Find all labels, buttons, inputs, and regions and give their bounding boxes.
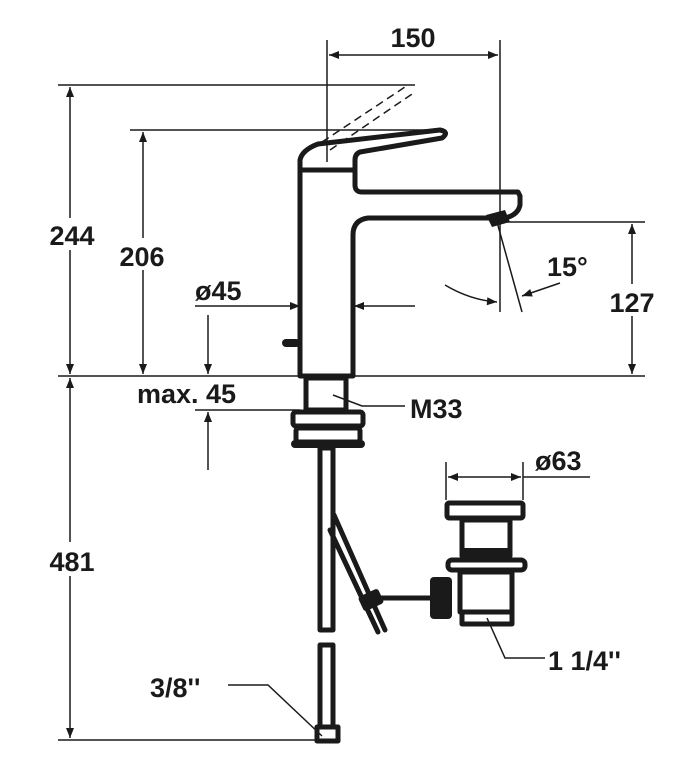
angle-15: 15°: [547, 252, 588, 282]
dim-diameter-45: ø45: [195, 276, 242, 306]
supply-hoses: [314, 445, 388, 744]
faucet-body: [282, 84, 523, 379]
pop-up-waste: [358, 500, 528, 627]
dim-150: 150: [390, 23, 435, 53]
dimension-lines: [58, 40, 645, 741]
thread-m33: M33: [410, 394, 463, 424]
thread-3-8: 3/8'': [150, 673, 200, 703]
dim-481: 481: [49, 547, 94, 577]
dim-244: 244: [49, 221, 94, 251]
dimension-labels: 150 244 206 127 ø45 max. 45 M33 15° 481 …: [44, 23, 660, 703]
dim-diameter-63: ø63: [535, 446, 582, 476]
mounting-shank: [290, 375, 366, 448]
dim-max-45: max. 45: [137, 379, 236, 409]
dim-206: 206: [119, 242, 164, 272]
thread-1-1-4: 1 1/4'': [548, 646, 621, 676]
dim-127: 127: [609, 288, 654, 318]
